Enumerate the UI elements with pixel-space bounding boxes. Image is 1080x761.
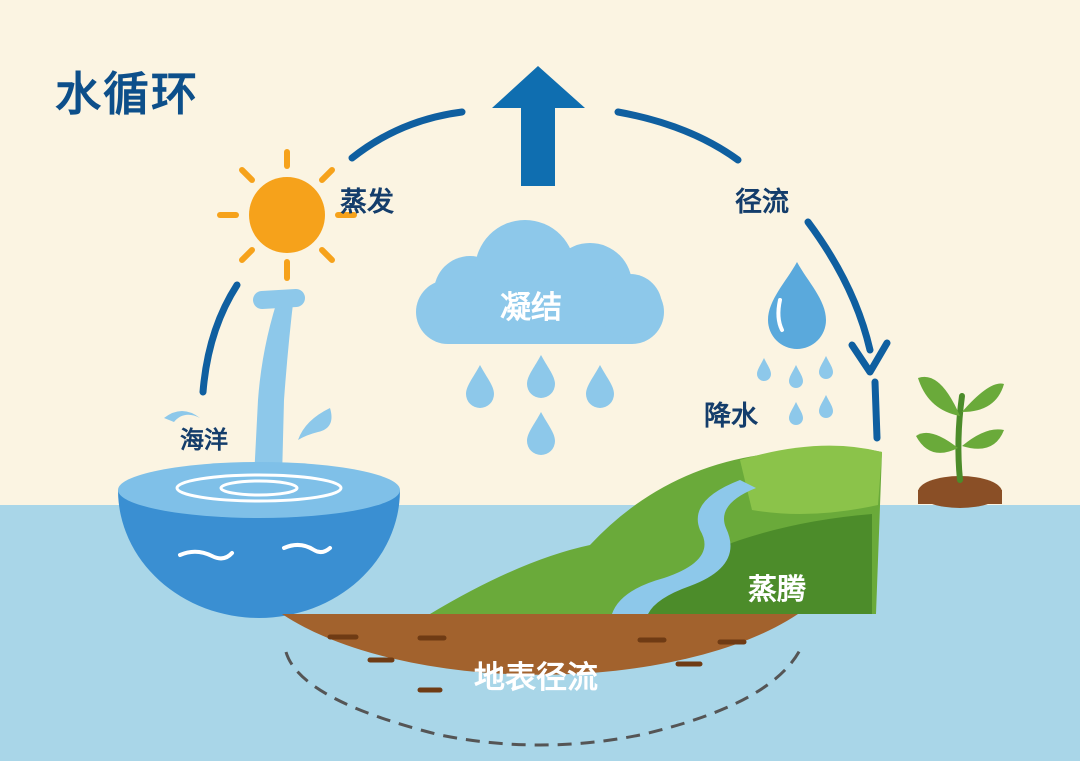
raindrop-icon (586, 365, 614, 408)
raindrop-shine (776, 298, 784, 332)
transpiration-label: 蒸腾 (748, 572, 807, 606)
raindrops (466, 355, 614, 455)
cycle-arrows (199, 108, 881, 442)
raindrop-icon (466, 365, 494, 408)
cycle-arc-right (804, 218, 874, 354)
water-stream-top (253, 289, 305, 309)
raindrop-icon (527, 355, 555, 398)
precipitation-label: 降水 (704, 401, 758, 432)
groundwater-dashed-line (284, 649, 802, 747)
page-title: 水循环 (55, 67, 199, 121)
evaporation-label: 蒸发 (340, 187, 394, 218)
raindrop-icon (768, 262, 826, 349)
sun-icon (217, 149, 357, 281)
water-splash-right (298, 408, 332, 440)
ocean-bowl (118, 462, 400, 618)
hill-top (740, 445, 882, 514)
raindrop-icon (527, 412, 555, 455)
cycle-arc-top-left (348, 108, 466, 162)
cycle-arc-left (199, 281, 241, 396)
river (612, 480, 756, 614)
ocean-label: 海洋 (180, 426, 228, 454)
water-stream (254, 292, 294, 478)
water-splash-left (164, 411, 200, 422)
soil-layer (282, 614, 798, 675)
arrowhead-icon (848, 339, 891, 376)
cycle-arc-right-lower (871, 378, 881, 442)
soil-marks (327, 634, 747, 693)
plant-icon (916, 376, 1004, 508)
hill-front (648, 514, 872, 614)
cloud-icon (416, 220, 664, 344)
runoff-label: 径流 (735, 187, 789, 218)
up-arrow-icon (492, 66, 585, 186)
small-raindrops (757, 356, 833, 425)
surface-runoff-label: 地表径流 (474, 660, 598, 696)
cycle-arc-top-right (614, 108, 742, 164)
condensation-label: 凝结 (500, 290, 562, 326)
